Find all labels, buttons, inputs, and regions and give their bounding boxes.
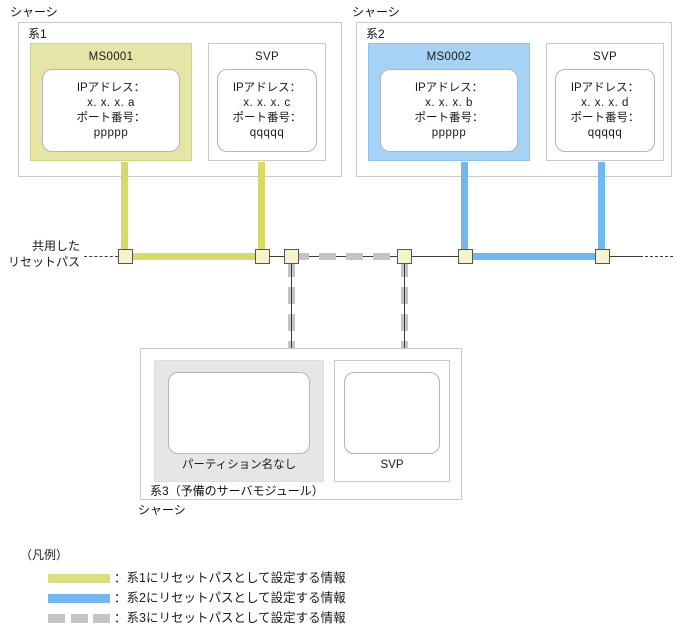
system-label-kei1: 系1 [28, 27, 47, 41]
shared-reset-path-label: 共用した リセットパス [4, 238, 80, 270]
legend-label-kei1: ：系1にリセットパスとして設定する情報 [114, 571, 346, 585]
module-title-ms0002: MS0002 [426, 51, 472, 63]
bus-dash-right [640, 256, 673, 257]
connector-kei1-left[interactable] [118, 249, 133, 264]
ip-value-svp-kei1: x. x. x. c [243, 96, 291, 109]
legend-item-kei1: ：系1にリセットパスとして設定する情報 [48, 568, 346, 588]
connector-kei2-right[interactable] [595, 249, 610, 264]
module-details-partition-unnamed [168, 372, 310, 454]
ip-label-ms0001: IPアドレス： [76, 81, 146, 94]
legend-swatch-kei3-icon [48, 613, 110, 623]
link-kei2-ms0002-vertical [461, 162, 468, 258]
link-kei1-ms0001-vertical [121, 162, 128, 258]
shared-reset-path-label-line2: リセットパス [7, 255, 80, 269]
system-label-kei3: 系3（予備のサーバモジュール） [150, 484, 324, 498]
ip-label-svp-kei1: IPアドレス： [232, 81, 302, 94]
legend: ：系1にリセットパスとして設定する情報 ：系2にリセットパスとして設定する情報 … [48, 568, 346, 628]
ip-value-svp-kei2: x. x. x. d [581, 96, 629, 109]
chassis-label-right: シャーシ [352, 5, 400, 19]
link-kei1-svp-vertical [258, 162, 265, 258]
drop-wire-kei3-left [291, 260, 292, 372]
module-svp-kei1[interactable]: SVP IPアドレス： x. x. x. c ポート番号： qqqqq [208, 43, 326, 161]
system-label-kei2: 系2 [366, 27, 385, 41]
module-ms0002[interactable]: MS0002 IPアドレス： x. x. x. b ポート番号： ppppp [368, 43, 530, 161]
module-details-ms0001: IPアドレス： x. x. x. a ポート番号： ppppp [42, 69, 180, 152]
module-details-ms0002: IPアドレス： x. x. x. b ポート番号： ppppp [380, 69, 518, 152]
port-value-ms0001: ppppp [93, 126, 129, 139]
ip-value-ms0002: x. x. x. b [425, 96, 473, 109]
module-ms0001[interactable]: MS0001 IPアドレス： x. x. x. a ポート番号： ppppp [30, 43, 192, 161]
port-label-svp-kei1: ポート番号： [232, 111, 302, 124]
legend-label-kei3: ：系3にリセットパスとして設定する情報 [114, 611, 346, 625]
link-kei2-horizontal [464, 253, 602, 260]
connector-kei2-left[interactable] [458, 249, 473, 264]
link-kei1-horizontal [124, 253, 262, 260]
module-details-svp-kei3 [344, 372, 440, 454]
port-value-svp-kei2: qqqqq [587, 126, 623, 139]
chassis-label-left: シャーシ [10, 5, 58, 19]
legend-swatch-kei2-icon [48, 593, 110, 603]
link-kei2-svp-vertical [598, 162, 605, 258]
module-title-svp-kei2: SVP [593, 51, 617, 63]
module-details-svp-kei1: IPアドレス： x. x. x. c ポート番号： qqqqq [217, 69, 317, 152]
ip-label-svp-kei2: IPアドレス： [570, 81, 640, 94]
port-value-ms0002: ppppp [431, 126, 467, 139]
module-title-ms0001: MS0001 [88, 51, 134, 63]
module-title-partition-unnamed: パーティション名なし [181, 459, 297, 471]
port-label-svp-kei2: ポート番号： [570, 111, 640, 124]
chassis-label-bottom: シャーシ [138, 503, 186, 517]
shared-reset-path-label-line1: 共用した [31, 239, 80, 253]
legend-title: （凡例） [20, 548, 69, 562]
module-svp-kei2[interactable]: SVP IPアドレス： x. x. x. d ポート番号： qqqqq [546, 43, 664, 161]
connector-kei3-right[interactable] [397, 249, 412, 264]
legend-swatch-kei1-icon [48, 573, 110, 583]
port-label-ms0002: ポート番号： [414, 111, 484, 124]
link-kei3-horizontal [292, 253, 404, 260]
bus-dash-left [84, 256, 118, 257]
drop-wire-kei3-right [404, 260, 405, 372]
legend-item-kei3: ：系3にリセットパスとして設定する情報 [48, 608, 346, 628]
port-label-ms0001: ポート番号： [76, 111, 146, 124]
module-partition-unnamed[interactable]: パーティション名なし [154, 360, 324, 482]
module-title-svp-kei1: SVP [255, 51, 279, 63]
connector-kei1-right[interactable] [255, 249, 270, 264]
port-value-svp-kei1: qqqqq [249, 126, 285, 139]
connector-kei3-left[interactable] [284, 249, 299, 264]
module-svp-kei3[interactable]: SVP [334, 360, 450, 482]
module-details-svp-kei2: IPアドレス： x. x. x. d ポート番号： qqqqq [555, 69, 655, 152]
legend-label-kei2: ：系2にリセットパスとして設定する情報 [114, 591, 346, 605]
legend-item-kei2: ：系2にリセットパスとして設定する情報 [48, 588, 346, 608]
ip-label-ms0002: IPアドレス： [414, 81, 484, 94]
module-title-svp-kei3: SVP [380, 459, 404, 471]
ip-value-ms0001: x. x. x. a [87, 96, 135, 109]
